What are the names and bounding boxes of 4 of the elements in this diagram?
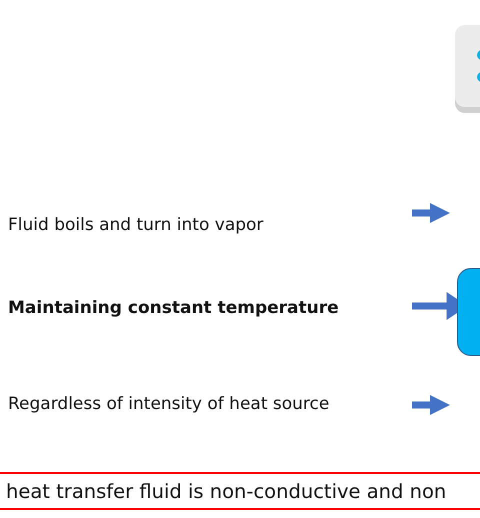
note-box: heat transfer fluid is non-conductive and non [0, 472, 480, 510]
statement-text: Fluid boils and turn into vapor [8, 210, 338, 240]
statement-text: Maintaining constant temperature [8, 293, 388, 323]
statement-text: Regardless of intensity of heat source [8, 389, 388, 419]
